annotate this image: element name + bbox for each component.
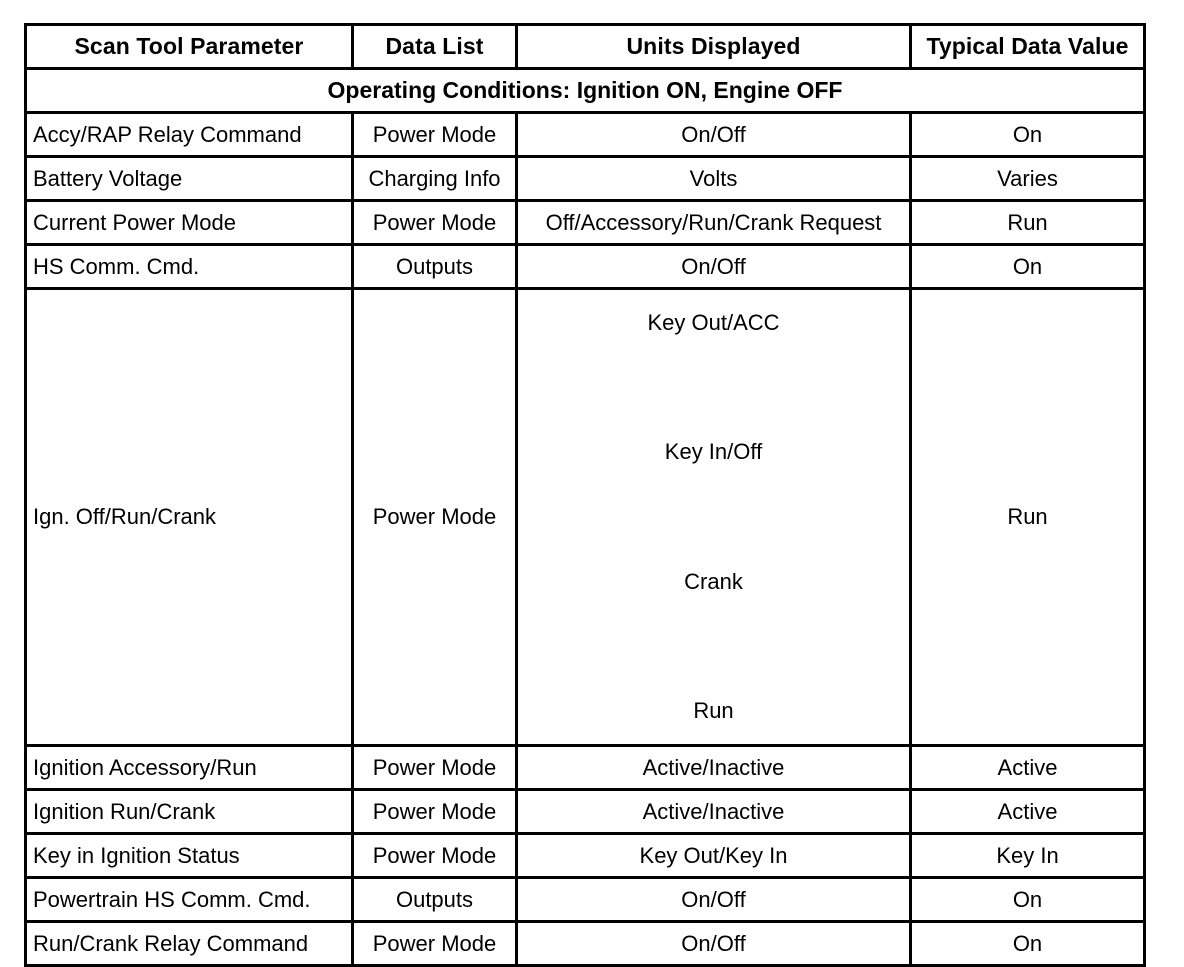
table-row: HS Comm. Cmd. Outputs On/Off On: [24, 243, 1146, 290]
cell-units: On/Off: [515, 243, 912, 290]
cell-units: On/Off: [515, 111, 912, 158]
operating-conditions-banner: Operating Conditions: Ignition ON, Engin…: [24, 67, 1146, 114]
cell-units: Key Out/Key In: [515, 832, 912, 879]
cell-data-list: Power Mode: [351, 832, 518, 879]
cell-data-list: Power Mode: [351, 199, 518, 246]
cell-parameter: Powertrain HS Comm. Cmd.: [24, 876, 354, 923]
cell-data-list: Power Mode: [351, 788, 518, 835]
table-body: Operating Conditions: Ignition ON, Engin…: [24, 67, 1146, 967]
units-state-stack: Key Out/ACC Key In/Off Crank Run: [518, 300, 909, 734]
column-header-units-displayed: Units Displayed: [515, 23, 912, 70]
table-row-ignition-states: Ign. Off/Run/Crank Power Mode Key Out/AC…: [24, 287, 1146, 747]
column-header-data-list: Data List: [351, 23, 518, 70]
table-header: Scan Tool Parameter Data List Units Disp…: [24, 23, 1146, 70]
scan-tool-parameter-table: Scan Tool Parameter Data List Units Disp…: [24, 23, 1146, 967]
cell-typical-value: Varies: [909, 155, 1146, 202]
table-row: Accy/RAP Relay Command Power Mode On/Off…: [24, 111, 1146, 158]
cell-units-state-list: Key Out/ACC Key In/Off Crank Run: [515, 287, 912, 747]
cell-typical-value: Active: [909, 744, 1146, 791]
cell-typical-value: Active: [909, 788, 1146, 835]
cell-units: On/Off: [515, 920, 912, 967]
cell-units: On/Off: [515, 876, 912, 923]
cell-typical-value: Key In: [909, 832, 1146, 879]
cell-parameter: Battery Voltage: [24, 155, 354, 202]
cell-parameter: Key in Ignition Status: [24, 832, 354, 879]
column-header-scan-tool-parameter: Scan Tool Parameter: [24, 23, 354, 70]
table-row: Ignition Accessory/Run Power Mode Active…: [24, 744, 1146, 791]
cell-data-list: Power Mode: [351, 920, 518, 967]
cell-typical-value: On: [909, 876, 1146, 923]
cell-data-list: Power Mode: [351, 744, 518, 791]
units-state-line: Key In/Off: [664, 439, 763, 465]
table-row: Battery Voltage Charging Info Volts Vari…: [24, 155, 1146, 202]
table-row: Key in Ignition Status Power Mode Key Ou…: [24, 832, 1146, 879]
cell-units: Volts: [515, 155, 912, 202]
table-row: Ignition Run/Crank Power Mode Active/Ina…: [24, 788, 1146, 835]
cell-units: Active/Inactive: [515, 788, 912, 835]
cell-parameter: Ignition Accessory/Run: [24, 744, 354, 791]
units-state-line: Run: [693, 697, 734, 723]
table-row: Run/Crank Relay Command Power Mode On/Of…: [24, 920, 1146, 967]
units-state-line: Key Out/ACC: [647, 310, 780, 335]
cell-parameter: Run/Crank Relay Command: [24, 920, 354, 967]
cell-units: Active/Inactive: [515, 744, 912, 791]
table-row: Powertrain HS Comm. Cmd. Outputs On/Off …: [24, 876, 1146, 923]
column-header-typical-data-value: Typical Data Value: [909, 23, 1146, 70]
document-page: Scan Tool Parameter Data List Units Disp…: [24, 23, 1146, 967]
cell-data-list: Outputs: [351, 876, 518, 923]
cell-typical-value: On: [909, 243, 1146, 290]
units-state-line: Crank: [684, 568, 743, 594]
table-header-row: Scan Tool Parameter Data List Units Disp…: [24, 23, 1146, 70]
cell-data-list: Outputs: [351, 243, 518, 290]
cell-units: Off/Accessory/Run/Crank Request: [515, 199, 912, 246]
table-row: Current Power Mode Power Mode Off/Access…: [24, 199, 1146, 246]
cell-data-list: Power Mode: [351, 111, 518, 158]
cell-data-list: Power Mode: [351, 287, 518, 747]
cell-typical-value: Run: [909, 287, 1146, 747]
operating-conditions-banner-row: Operating Conditions: Ignition ON, Engin…: [24, 67, 1146, 114]
cell-parameter: HS Comm. Cmd.: [24, 243, 354, 290]
cell-typical-value: On: [909, 111, 1146, 158]
cell-parameter: Ignition Run/Crank: [24, 788, 354, 835]
cell-parameter: Ign. Off/Run/Crank: [24, 287, 354, 747]
cell-typical-value: Run: [909, 199, 1146, 246]
cell-parameter: Current Power Mode: [24, 199, 354, 246]
cell-typical-value: On: [909, 920, 1146, 967]
cell-parameter: Accy/RAP Relay Command: [24, 111, 354, 158]
cell-data-list: Charging Info: [351, 155, 518, 202]
